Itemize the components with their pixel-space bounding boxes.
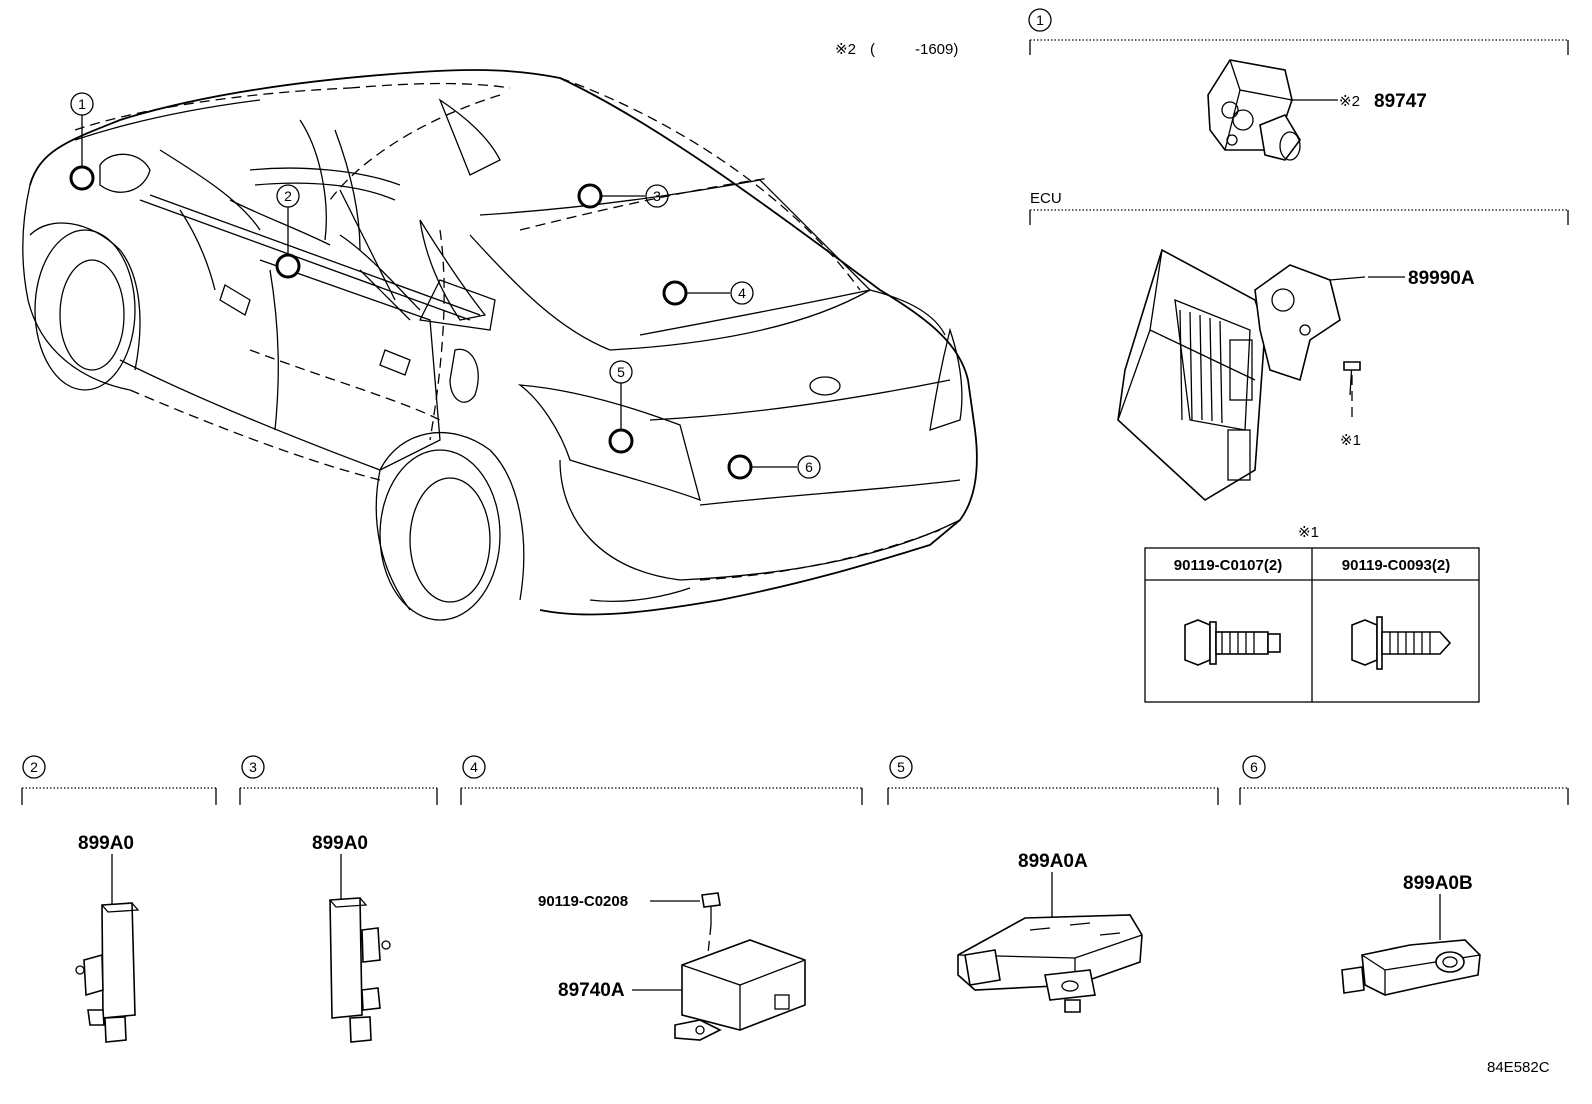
part-899a0b: 899A0B [1403, 873, 1473, 894]
part-89747: 89747 [1374, 91, 1427, 112]
sensor-899a0b-drawing [1341, 939, 1481, 996]
section-1-number: 1 [1036, 12, 1044, 28]
callout-2: 2 [276, 184, 300, 208]
section-6-number: 6 [1250, 759, 1258, 775]
bolt-c0107-drawing [1184, 619, 1281, 666]
version-note: ※2 ( -1609) [835, 41, 958, 58]
part-899a0-b: 899A0 [312, 833, 368, 854]
callout-6: 6 [797, 455, 821, 479]
callout-1: 1 [70, 92, 94, 116]
bolt-col-2: 90119-C0093(2) [1342, 557, 1450, 574]
bolt-table-title: ※1 [1298, 524, 1319, 541]
callout-5-label: 5 [617, 364, 625, 380]
ecu-89990a-drawing [1117, 248, 1366, 501]
sensor-ring-1 [69, 165, 95, 191]
sensor-ring-5 [608, 428, 634, 454]
bolt-c0093-drawing [1351, 616, 1452, 670]
callout-1-label: 1 [78, 96, 86, 112]
vehicle-illustration [22, 69, 978, 621]
sensor-899a0a-drawing [957, 914, 1143, 1013]
section-3: 3 899A0 [239, 755, 438, 1043]
section-3-number: 3 [249, 759, 257, 775]
callout-5: 5 [609, 360, 633, 384]
section-1: 1 ※2 89747 [1028, 8, 1569, 161]
part-899a0a: 899A0A [1018, 851, 1088, 872]
sensor-ring-4 [662, 280, 688, 306]
section-ecu: ECU 89990A ※1 [1029, 190, 1569, 501]
part-89990a: 89990A [1408, 268, 1475, 289]
diagram-code: 84E582C [1487, 1059, 1550, 1076]
sensor-899a0-b-drawing [329, 897, 391, 1043]
part-899a0-a: 899A0 [78, 833, 134, 854]
bolt-table: ※1 90119-C0107(2) 90119-C0093(2) [1144, 524, 1480, 703]
sensor-899a0-a-drawing [75, 902, 140, 1043]
bolt-ref: ※1 [1340, 432, 1361, 449]
callout-4: 4 [730, 281, 754, 305]
sensor-ring-2 [275, 253, 301, 279]
callout-6-label: 6 [805, 459, 813, 475]
section-5-number: 5 [897, 759, 905, 775]
sensor-ring-3 [577, 183, 603, 209]
screw-90119-c0208: 90119-C0208 [538, 893, 628, 910]
section-4-number: 4 [470, 759, 478, 775]
section-2: 2 899A0 [21, 755, 217, 1043]
part-mark-89747: ※2 [1339, 93, 1360, 110]
section-5: 5 899A0A [887, 755, 1219, 1013]
callout-3: 3 [645, 184, 669, 208]
part-89740a: 89740A [558, 980, 625, 1001]
connector-89747-drawing [1207, 59, 1301, 161]
callout-3-label: 3 [653, 188, 661, 204]
ecu-title: ECU [1030, 190, 1062, 207]
callout-4-label: 4 [738, 285, 746, 301]
module-89740a-drawing [674, 939, 806, 1041]
section-2-number: 2 [30, 759, 38, 775]
callout-2-label: 2 [284, 188, 292, 204]
section-4: 4 90119-C0208 89740A [460, 755, 863, 1041]
note-open: ( [870, 41, 875, 58]
sensor-locations: 1 2 3 4 5 6 [69, 92, 821, 480]
note-mark: ※2 [835, 41, 856, 58]
bolt-col-1: 90119-C0107(2) [1174, 557, 1282, 574]
note-range: -1609) [915, 41, 958, 58]
section-6: 6 899A0B [1239, 755, 1569, 996]
sensor-ring-6 [727, 454, 753, 480]
